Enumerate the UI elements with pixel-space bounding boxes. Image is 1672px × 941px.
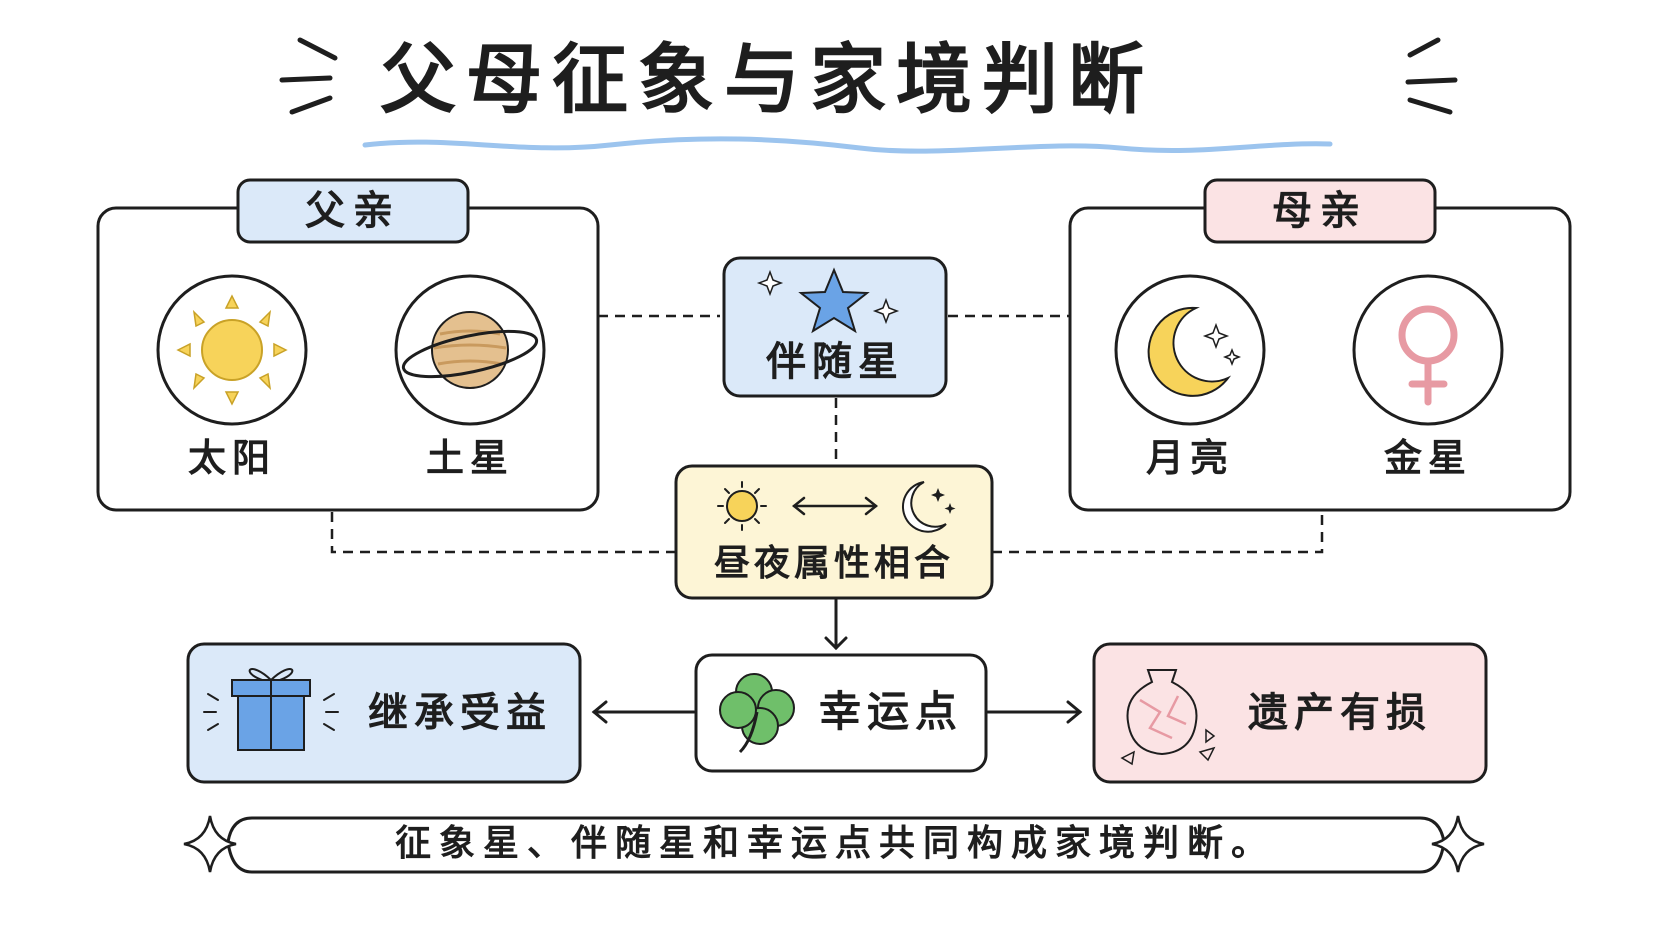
venus-icon-frame bbox=[1352, 274, 1504, 426]
day-night-label: 昼夜属性相合 bbox=[713, 543, 954, 584]
sun-label: 太阳 bbox=[187, 436, 276, 480]
mother-tab bbox=[1203, 178, 1437, 244]
father-tab-label: 父亲 bbox=[305, 188, 401, 234]
sparkle-icon-right bbox=[1431, 815, 1485, 873]
gift-icon bbox=[203, 668, 339, 751]
double-arrow-icon bbox=[791, 496, 879, 516]
footer-caption: 征象星、伴随星和幸运点共同构成家境判断。 bbox=[394, 823, 1275, 864]
lot-of-fortune-label: 幸运点 bbox=[818, 687, 963, 736]
title-underline bbox=[362, 136, 1333, 154]
inheritance-benefit-label: 继承受益 bbox=[368, 690, 552, 736]
saturn-label: 土星 bbox=[425, 436, 514, 480]
inheritance-damage-box bbox=[1092, 642, 1488, 784]
arrow-down bbox=[824, 598, 848, 651]
companion-star-label: 伴随星 bbox=[766, 339, 904, 385]
title-decoration-left bbox=[279, 37, 338, 115]
arrow-left bbox=[591, 700, 696, 724]
venus-label: 金星 bbox=[1383, 436, 1472, 480]
sun-icon bbox=[176, 294, 288, 406]
dashed-connectors bbox=[330, 314, 1324, 554]
clover-icon bbox=[719, 673, 795, 754]
companion-star-box bbox=[722, 256, 948, 398]
title-decoration-right bbox=[1405, 37, 1458, 115]
saturn-icon bbox=[401, 311, 539, 389]
moon-icon-frame bbox=[1114, 274, 1266, 426]
star-icon bbox=[756, 267, 900, 334]
moon-label: 月亮 bbox=[1145, 436, 1234, 480]
moon-icon bbox=[1147, 306, 1242, 397]
day-night-sun-icon bbox=[717, 481, 767, 531]
page-title: 父母征象与家境判断 bbox=[380, 35, 1154, 124]
venus-icon bbox=[1398, 305, 1458, 406]
arrow-right bbox=[986, 700, 1083, 724]
mother-tab-label: 母亲 bbox=[1272, 188, 1368, 234]
father-tab bbox=[236, 178, 470, 244]
sparkle-icon-left bbox=[183, 815, 237, 873]
inheritance-damage-label: 遗产有损 bbox=[1248, 690, 1432, 736]
day-night-moon-icon bbox=[902, 481, 956, 533]
broken-vase-icon bbox=[1120, 669, 1216, 766]
